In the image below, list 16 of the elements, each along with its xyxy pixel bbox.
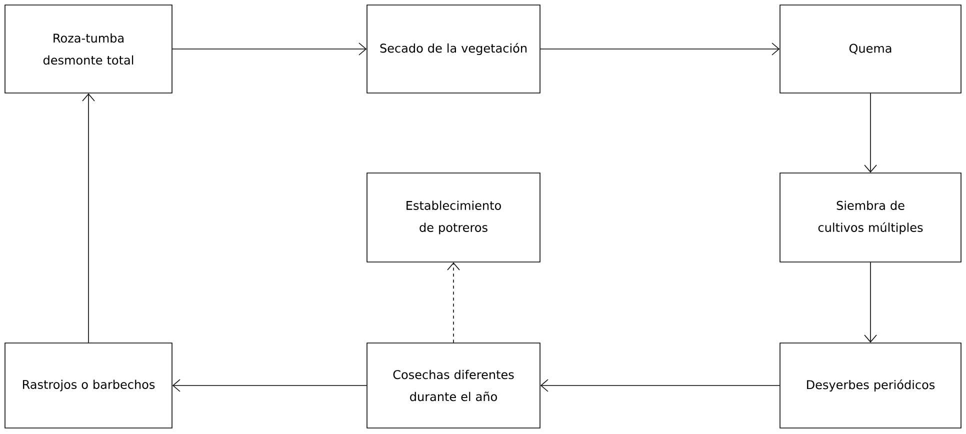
- arrow: [82, 93, 95, 343]
- process-box: Siembra de cultivos múltiples: [780, 172, 962, 262]
- arrow: [172, 379, 367, 392]
- arrow: [864, 93, 877, 173]
- process-box: Establecimiento de potreros: [366, 172, 540, 262]
- arrow: [540, 379, 780, 392]
- process-box: Secado de la vegetación: [366, 4, 540, 94]
- process-box: Quema: [780, 4, 962, 94]
- arrow: [447, 262, 460, 343]
- process-box: Cosechas diferentes durante el año: [366, 342, 540, 428]
- arrow: [864, 262, 877, 343]
- arrow: [172, 42, 367, 56]
- process-box: Roza-tumba desmonte total: [4, 4, 172, 94]
- arrow: [540, 42, 780, 56]
- process-box: Desyerbes periódicos: [780, 342, 962, 428]
- process-box: Rastrojos o barbechos: [4, 342, 172, 428]
